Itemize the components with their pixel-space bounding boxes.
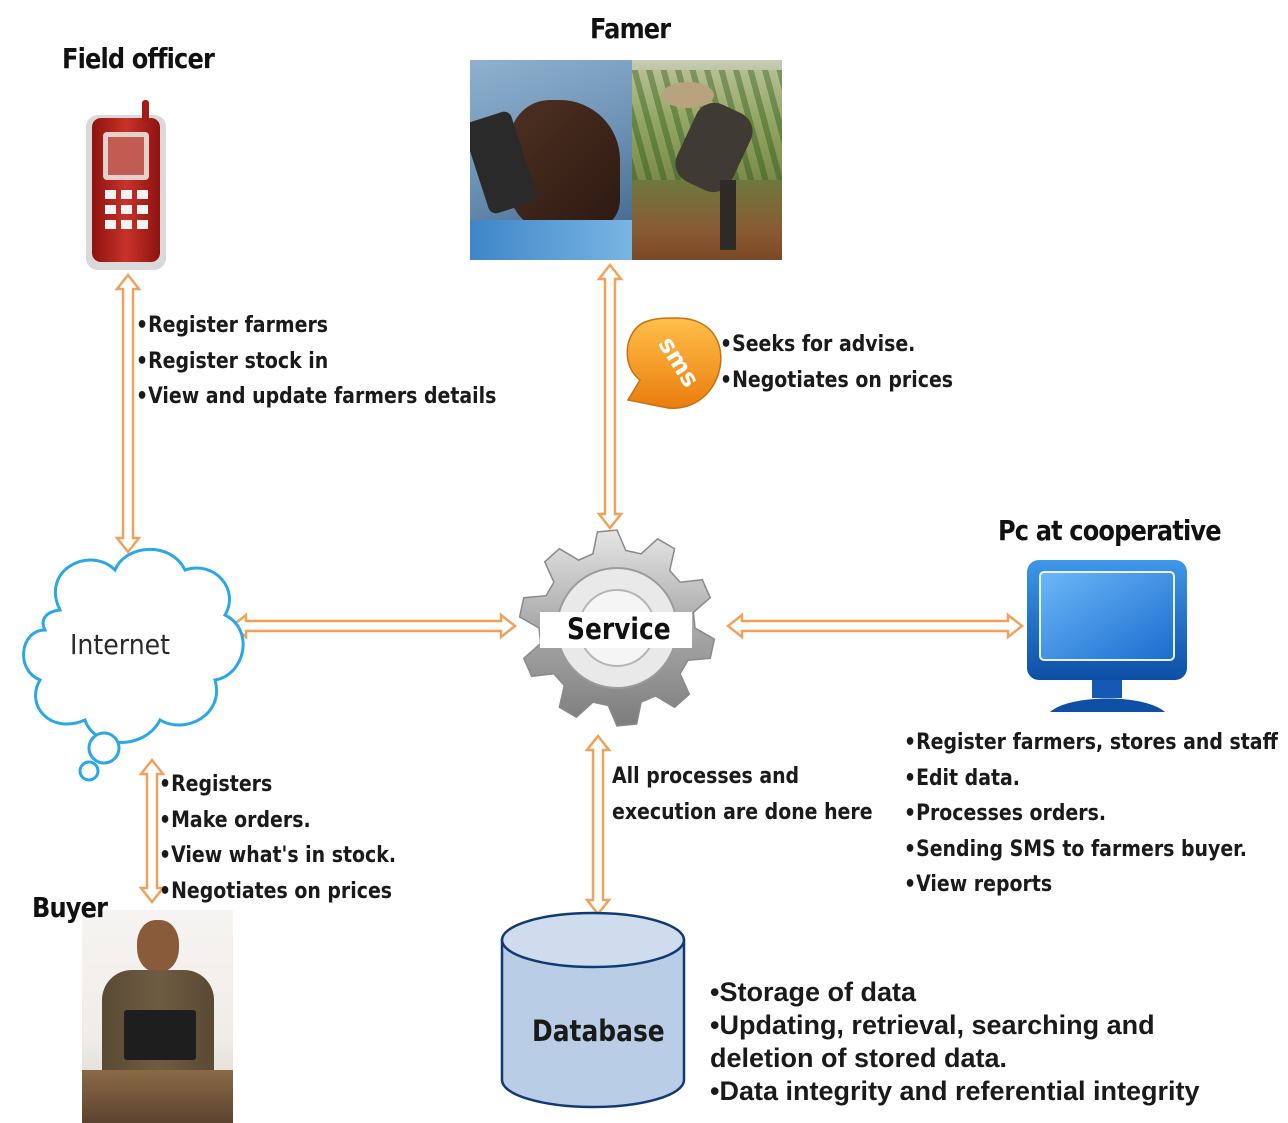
- list-item: •Register stock in: [136, 348, 329, 374]
- arrow-group: [114, 262, 1025, 917]
- chair-shape: [82, 1070, 233, 1123]
- farmer-actions: •Seeks for advise. •Negotiates on prices: [720, 327, 953, 398]
- field-officer-title: Field officer: [62, 42, 215, 75]
- list-item: deletion of stored data.: [710, 1043, 1008, 1073]
- list-item: •View reports: [904, 872, 1053, 897]
- buyer-head-shape: [137, 920, 179, 972]
- list-item: •Make orders.: [159, 807, 311, 833]
- hand-shape: [510, 100, 620, 230]
- service-label: Service: [567, 612, 671, 646]
- service-gear-icon: [518, 529, 716, 727]
- desktop-monitor-icon: [1027, 560, 1187, 712]
- farmer-title: Famer: [590, 12, 671, 45]
- list-item: •Register farmers, stores and staff: [904, 730, 1278, 755]
- list-item: •View what's in stock.: [159, 843, 397, 868]
- pc-title: Pc at cooperative: [998, 514, 1222, 547]
- laptop-icon: [124, 1010, 196, 1060]
- farmer-field-photo: [632, 60, 782, 260]
- pc-actions: •Register farmers, stores and staff •Edi…: [904, 725, 1278, 903]
- arrow-internet-buyer: [138, 757, 166, 905]
- arrow-internet-service: [229, 612, 518, 640]
- list-item: •Processes orders.: [904, 801, 1107, 826]
- arrow-field-officer-internet: [114, 272, 142, 555]
- list-item: •Edit data.: [904, 765, 1020, 791]
- list-item: •Updating, retrieval, searching and: [710, 1010, 1155, 1040]
- list-item: •Negotiates on prices: [159, 878, 393, 904]
- list-item: •Registers: [159, 772, 273, 797]
- internet-label: Internet: [70, 628, 171, 661]
- database-actions: •Storage of data •Updating, retrieval, s…: [710, 976, 1200, 1108]
- list-item: •Sending SMS to farmers buyer.: [904, 836, 1248, 862]
- buyer-photo: [82, 910, 233, 1123]
- sleeve-shape: [470, 220, 632, 260]
- database-cylinder-icon: [500, 911, 686, 1109]
- list-item: •Negotiates on prices: [720, 367, 954, 393]
- database-label: Database: [532, 1014, 665, 1048]
- list-item: •Data integrity and referential integrit…: [710, 1076, 1200, 1106]
- field-officer-actions: •Register farmers •Register stock in •Vi…: [136, 308, 496, 415]
- list-item: •Register farmers: [136, 313, 329, 338]
- arrow-farmer-service: [596, 262, 624, 531]
- sms-bubble-icon: [626, 317, 722, 409]
- list-item: •Seeks for advise.: [720, 332, 916, 357]
- note-line: All processes and: [612, 764, 800, 789]
- farmer-phone-photo: [470, 60, 632, 260]
- mobile-phone-icon: [86, 100, 166, 270]
- list-item: •Storage of data: [710, 977, 916, 1007]
- internet-cloud-icon: [22, 547, 245, 782]
- list-item: •View and update farmers details: [136, 384, 497, 409]
- legs-shape: [720, 180, 736, 250]
- arrow-service-pc: [725, 612, 1025, 640]
- buyer-actions: •Registers •Make orders. •View what's in…: [159, 767, 396, 909]
- buyer-title: Buyer: [32, 891, 108, 924]
- arrow-service-database: [584, 733, 612, 917]
- service-note: All processes and execution are done her…: [612, 759, 873, 830]
- note-line: execution are done here: [612, 799, 873, 825]
